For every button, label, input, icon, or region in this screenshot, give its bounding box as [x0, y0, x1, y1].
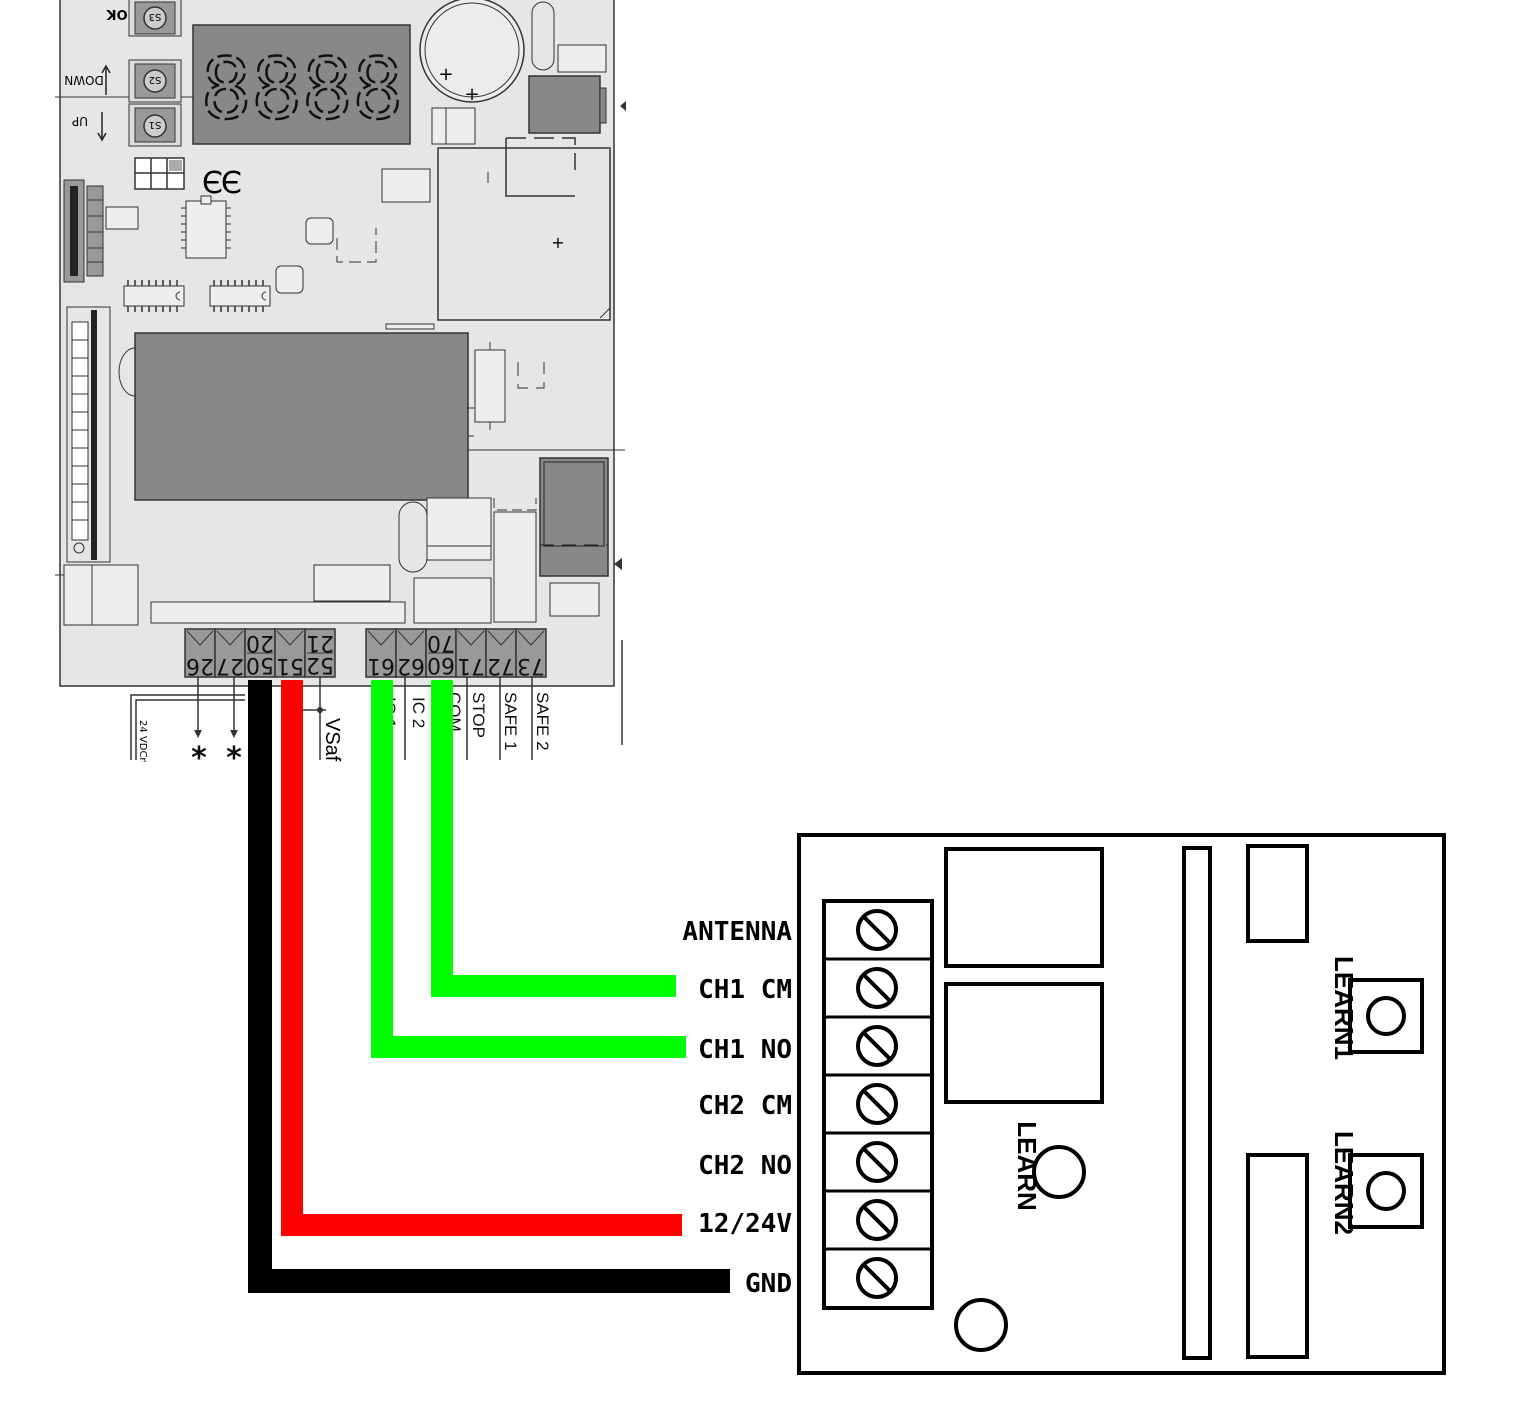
label-12-24v: 12/24V [698, 1209, 792, 1239]
s2-label: DOWN [64, 73, 104, 87]
vsafe-label: VSafe [321, 718, 343, 772]
dip-chip-1 [123, 285, 185, 307]
button-s3-ok: S3 OK [106, 0, 182, 37]
jumper-block [134, 157, 185, 190]
label-ch1-no: CH1 NO [698, 1035, 792, 1065]
receiver-terminal-strip [822, 899, 934, 1310]
wires [248, 680, 730, 1293]
label-antenna: ANTENNA [682, 917, 792, 947]
terminal-71: 71 [457, 653, 485, 678]
s3-id: S3 [149, 11, 162, 22]
relay-1 [944, 847, 1104, 968]
receiver-module: LEARN LEARN1 LEARN2 [797, 833, 1446, 1375]
transformer [134, 332, 469, 501]
learn2-button [1348, 1153, 1424, 1229]
dip-chip-2 [209, 285, 271, 307]
learn1-label: LEARN1 [1329, 956, 1359, 1060]
terminal-52: 52 [306, 652, 334, 677]
wire-12-24v [281, 680, 682, 1236]
label-safe1: SAFE 1 [501, 692, 520, 751]
learn-label: LEARN [1012, 1121, 1042, 1211]
label-stop: STOP [469, 692, 488, 738]
pcb-strip [1182, 846, 1212, 1360]
terminal-70: 70 [427, 630, 455, 655]
terminal-50: 50 [246, 652, 274, 677]
label-gnd: GND [745, 1269, 792, 1299]
terminal-60: 60 [427, 652, 455, 677]
terminal-block-1: 26 27 50 20 51 52 21 [184, 628, 336, 678]
s2-id: S2 [149, 74, 162, 85]
label-ch2-cm: CH2 CM [698, 1091, 792, 1121]
supply-label: 24 VDCm [137, 720, 148, 767]
svg-text:+: + [551, 233, 564, 252]
label-safe2: SAFE 2 [533, 692, 552, 751]
learn2-label: LEARN2 [1329, 1131, 1359, 1235]
led-indicator [954, 1298, 1008, 1352]
controller-board: S3 OK S2 DOWN S1 UP 8888 [55, 0, 626, 792]
wire-ch1-cm [431, 680, 676, 997]
terminal-51: 51 [276, 653, 304, 678]
svg-text:+: + [438, 64, 453, 85]
s1-id: S1 [149, 119, 162, 130]
terminal-62: 62 [397, 653, 425, 678]
terminal-21: 21 [306, 630, 334, 655]
ce-mark: ЄЄ [202, 166, 242, 201]
learn-button [1032, 1145, 1086, 1199]
wire-gnd [248, 680, 730, 1293]
label-ch2-no: CH2 NO [698, 1151, 792, 1181]
terminal-73: 73 [517, 653, 545, 678]
terminal-61: 61 [367, 653, 395, 678]
svg-text:+: + [464, 84, 479, 105]
relay-2 [944, 982, 1104, 1104]
receiver-terminal-labels: ANTENNA CH1 CM CH1 NO CH2 CM CH2 NO 12/2… [682, 917, 792, 1299]
display-digits: 8888 [201, 40, 403, 138]
learn1-button [1348, 978, 1424, 1054]
s3-label: OK [106, 6, 128, 21]
seven-segment-display: 8888 [192, 24, 411, 145]
terminal-26: 26 [186, 653, 214, 678]
terminal-72: 72 [487, 653, 515, 678]
coin-battery: + + [419, 0, 555, 105]
wire-ch1-no [371, 680, 686, 1058]
s1-label: UP [72, 114, 88, 128]
terminal-block-2: 61 62 60 70 71 72 73 [365, 628, 547, 678]
button-s2-down: S2 DOWN [64, 59, 182, 103]
label-ic2: IC 2 [409, 697, 428, 728]
button-s1-up: S1 UP [72, 103, 182, 147]
terminal-20: 20 [246, 630, 274, 655]
side-connector [66, 306, 111, 563]
label-ch1-cm: CH1 CM [698, 975, 792, 1005]
terminal-27: 27 [216, 653, 244, 678]
